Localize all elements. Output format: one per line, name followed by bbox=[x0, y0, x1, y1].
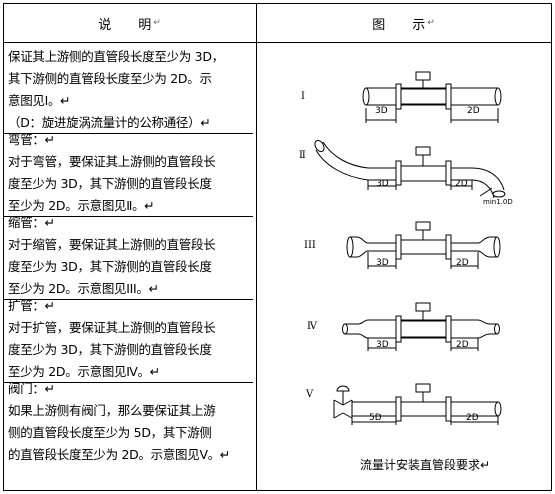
header-description: 说明↵ bbox=[98, 17, 162, 33]
header-divider bbox=[4, 42, 551, 43]
row-1-text: 保证其上游侧的直管段长度至少为 3D，其下游侧的直管段长度至少为 2D。示 意图… bbox=[8, 49, 224, 130]
diagram-2-bent-pipe bbox=[314, 139, 506, 199]
row-divider bbox=[4, 216, 253, 217]
dim-upstream-3: 3D bbox=[376, 258, 389, 268]
row-2-text: 弯管：↵对于弯管，要保证其上游侧的直管段长 度至少为 3D，其下游侧的直管段长度… bbox=[8, 132, 216, 213]
dim-upstream-2: 3D bbox=[376, 179, 389, 189]
dim-downstream-5: 2D bbox=[466, 413, 479, 423]
dim-upstream-5: 5D bbox=[369, 413, 382, 423]
row-4-text: 扩管：↵对于扩管，要保证其上游侧的直管段长 度至少为 3D，其下游侧的直管段长度… bbox=[8, 298, 216, 379]
dim-downstream-1: 2D bbox=[467, 106, 480, 116]
diagram-5-valve-pipe bbox=[333, 383, 502, 425]
dim-downstream-4: 2D bbox=[456, 340, 469, 350]
diagram-3-reducer-pipe bbox=[346, 221, 501, 269]
diagram-3-label: III bbox=[304, 240, 316, 251]
row-3-text: 缩管：↵对于缩管，要保证其上游侧的直管段长 度至少为 3D，其下游侧的直管段长度… bbox=[8, 215, 216, 296]
diagram-2-label: Ⅱ bbox=[299, 150, 306, 161]
diagram-1-label: Ⅰ bbox=[301, 91, 305, 102]
dim-downstream-3: 2D bbox=[456, 258, 469, 268]
dim-upstream-1: 3D bbox=[375, 106, 388, 116]
dim-upstream-4: 3D bbox=[376, 340, 389, 350]
row-5-text: 阀门：↵如果上游侧有阀门，那么要保证其上游 侧的直管段长度至少为 5D，其下游侧… bbox=[8, 381, 231, 462]
diagram-1-straight-pipe bbox=[362, 71, 502, 123]
bend-radius-label: min1.0D bbox=[483, 198, 513, 206]
row-divider bbox=[4, 299, 253, 300]
installation-table: 说明↵ 图示↵ 保证其上游侧的直管段长度至少为 3D，其下游侧的直管段长度至少为… bbox=[3, 3, 552, 491]
diagram-5-label: Ⅴ bbox=[306, 389, 314, 400]
header-diagram: 图示↵ bbox=[372, 17, 436, 33]
figure-caption: 流量计安装直管段要求↵ bbox=[360, 458, 491, 472]
row-divider bbox=[4, 133, 253, 134]
diagram-4-expander-pipe bbox=[342, 302, 500, 351]
dim-downstream-2: 2D bbox=[455, 179, 468, 189]
row-divider bbox=[4, 382, 253, 383]
column-divider bbox=[256, 4, 257, 490]
diagram-4-label: Ⅳ bbox=[307, 321, 317, 332]
